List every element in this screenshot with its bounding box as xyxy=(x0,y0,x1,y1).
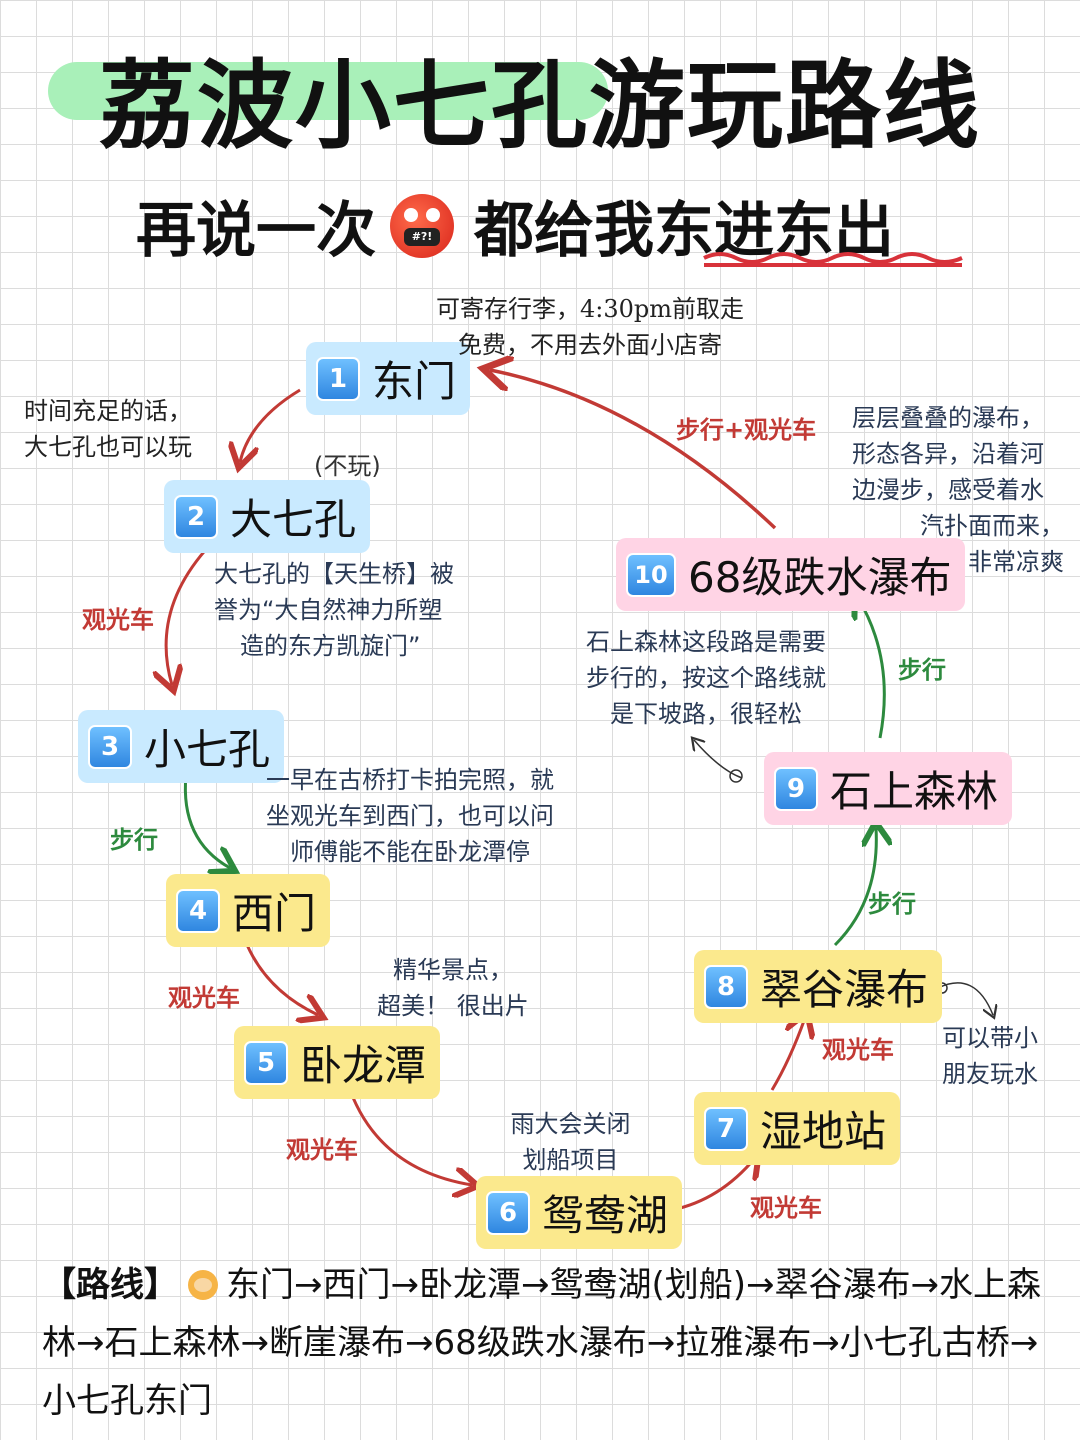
badge-5: 5 xyxy=(244,1040,288,1085)
note-wolong: 精华景点， 超美！ 很出片 xyxy=(368,952,538,1024)
pointer-forest-note xyxy=(694,740,743,779)
node-label: 湿地站 xyxy=(760,1107,887,1156)
badge-3: 3 xyxy=(88,724,132,769)
badge-7: 7 xyxy=(704,1106,748,1151)
node-label: 鸳鸯湖 xyxy=(542,1191,669,1240)
note-cuigu: 可以带小 朋友玩水 xyxy=(930,1020,1050,1092)
route-summary: 【路线】东门→西门→卧龙潭→鸳鸯湖(划船)→翠谷瀑布→水上森林→石上森林→断崖瀑… xyxy=(42,1256,1042,1430)
route-text: 东门→西门→卧龙潭→鸳鸯湖(划船)→翠谷瀑布→水上森林→石上森林→断崖瀑布→68… xyxy=(42,1265,1041,1421)
transport-4-5: 观光车 xyxy=(168,984,240,1012)
note-yuanyang-2: 划船项目 xyxy=(522,1146,619,1174)
node-east-gate: 1 东门 xyxy=(306,342,471,415)
note-forest: 石上森林这段路是需要 步行的，按这个路线就 是下坡路，很轻松 xyxy=(570,624,842,732)
note-wolong-2: 超美！ 很出片 xyxy=(377,992,529,1020)
badge-1: 1 xyxy=(316,356,360,401)
arrow-10-1 xyxy=(490,370,777,530)
note-morning-2: 坐观光车到西门，也可以问 xyxy=(266,802,554,830)
transport-2-3: 观光车 xyxy=(82,606,154,634)
node-big-seven-hole: 2 大七孔 xyxy=(164,480,371,553)
node-label: 小七孔 xyxy=(144,725,271,774)
note-forest-3: 是下坡路，很轻松 xyxy=(610,700,802,728)
arrow-4-5 xyxy=(243,939,318,1015)
arrow-6-7 xyxy=(671,1158,755,1212)
arrow-8-9 xyxy=(833,828,876,947)
arrow-3-4 xyxy=(183,774,230,868)
note-wolong-1: 精华景点， xyxy=(393,956,513,984)
note-forest-1: 石上森林这段路是需要 xyxy=(586,628,826,656)
title-highlight xyxy=(48,62,608,120)
transport-7-8: 观光车 xyxy=(822,1036,894,1064)
arrow-2-3 xyxy=(166,543,212,685)
note-falls-2: 形态各异，沿着河 xyxy=(852,440,1044,468)
node-west-gate: 4 西门 xyxy=(166,874,331,947)
note-yuanyang-1: 雨大会关闭 xyxy=(510,1110,631,1138)
node-label: 68级跌水瀑布 xyxy=(688,553,952,602)
transport-3-4: 步行 xyxy=(110,826,158,854)
note-tiansheng-1: 大七孔的【天生桥】被 xyxy=(214,560,454,588)
note-falls-1: 层层叠叠的瀑布， xyxy=(852,404,1044,432)
page-title: 荔波小七孔游玩路线 xyxy=(99,50,981,162)
route-heading: 【路线】 xyxy=(42,1265,178,1305)
arrow-1-2 xyxy=(240,388,301,462)
node-wolong-pool: 5 卧龙潭 xyxy=(234,1026,441,1099)
note-cuigu-2: 朋友玩水 xyxy=(942,1060,1038,1088)
angry-face-icon: #?! xyxy=(390,193,454,258)
angry-face-text: #?! xyxy=(404,227,440,246)
badge-6: 6 xyxy=(486,1190,530,1235)
note-tiansheng-3: 造的东方凯旋门” xyxy=(240,632,421,660)
note-falls-5: 非常凉爽 xyxy=(968,548,1064,576)
note-east-gate-1: 可寄存行李，4:30pm前取走 xyxy=(436,295,745,323)
badge-4: 4 xyxy=(176,888,220,933)
subtitle-underline xyxy=(703,252,963,267)
badge-10: 10 xyxy=(626,552,676,597)
note-falls-3: 边漫步，感受着水 xyxy=(852,476,1044,504)
node-label: 东门 xyxy=(372,357,457,406)
node-label: 卧龙潭 xyxy=(300,1041,427,1090)
note-cuigu-1: 可以带小 xyxy=(942,1024,1038,1052)
note-yuanyang: 雨大会关闭 划船项目 xyxy=(498,1106,643,1178)
subtitle-prefix: 再说一次 xyxy=(136,196,376,266)
node-label: 石上森林 xyxy=(830,767,999,816)
note-tiansheng: 大七孔的【天生桥】被 誉为“大自然神力所塑 造的东方凯旋门” xyxy=(214,556,454,664)
note-morning-3: 师傅能不能在卧龙潭停 xyxy=(290,838,530,866)
pointer-cuigu-note xyxy=(937,982,993,1015)
node-68-level-falls: 10 68级跌水瀑布 xyxy=(616,538,966,611)
node-cuigu-waterfall: 8 翠谷瀑布 xyxy=(694,950,943,1023)
note-big-seven-1: 时间充足的话， xyxy=(24,397,192,425)
node-wetland-station: 7 湿地站 xyxy=(694,1092,901,1165)
badge-9: 9 xyxy=(774,766,818,811)
note-big-seven-2: 大七孔也可以玩 xyxy=(24,433,192,461)
note-morning-1: 一早在古桥打卡拍完照，就 xyxy=(266,766,554,794)
person-raising-hand-icon xyxy=(188,1270,218,1300)
node-small-seven-hole: 3 小七孔 xyxy=(78,710,285,783)
note-east-gate-2: 免费，不用去外面小店寄 xyxy=(458,331,722,359)
arrow-5-6 xyxy=(348,1089,472,1185)
note-morning: 一早在古桥打卡拍完照，就 坐观光车到西门，也可以问 师傅能不能在卧龙潭停 xyxy=(250,762,570,870)
node-label: 翠谷瀑布 xyxy=(760,965,929,1014)
transport-10-1: 步行+观光车 xyxy=(676,416,817,444)
transport-5-6: 观光车 xyxy=(286,1136,358,1164)
note-falls: 层层叠叠的瀑布， 形态各异，沿着河 边漫步，感受着水 汽扑面而来， 非常凉爽 xyxy=(852,400,1064,580)
subtitle-suffix: 都给我 xyxy=(474,196,654,266)
note-falls-4: 汽扑面而来， xyxy=(920,512,1064,540)
transport-6-7: 观光车 xyxy=(750,1194,822,1222)
arrow-7-8 xyxy=(770,1018,805,1091)
transport-8-9: 步行 xyxy=(868,890,916,918)
badge-2: 2 xyxy=(174,494,218,539)
note-not-play: (不玩) xyxy=(314,452,381,480)
note-tiansheng-2: 誉为“大自然神力所塑 xyxy=(214,596,443,624)
badge-8: 8 xyxy=(704,964,748,1009)
node-label: 西门 xyxy=(232,889,317,938)
node-yuanyang-lake: 6 鸳鸯湖 xyxy=(476,1176,683,1249)
arrow-9-10 xyxy=(858,598,886,739)
note-forest-2: 步行的，按这个路线就 xyxy=(586,664,826,692)
node-label: 大七孔 xyxy=(230,495,357,544)
node-stone-forest: 9 石上森林 xyxy=(764,752,1013,825)
transport-9-10: 步行 xyxy=(898,656,946,684)
